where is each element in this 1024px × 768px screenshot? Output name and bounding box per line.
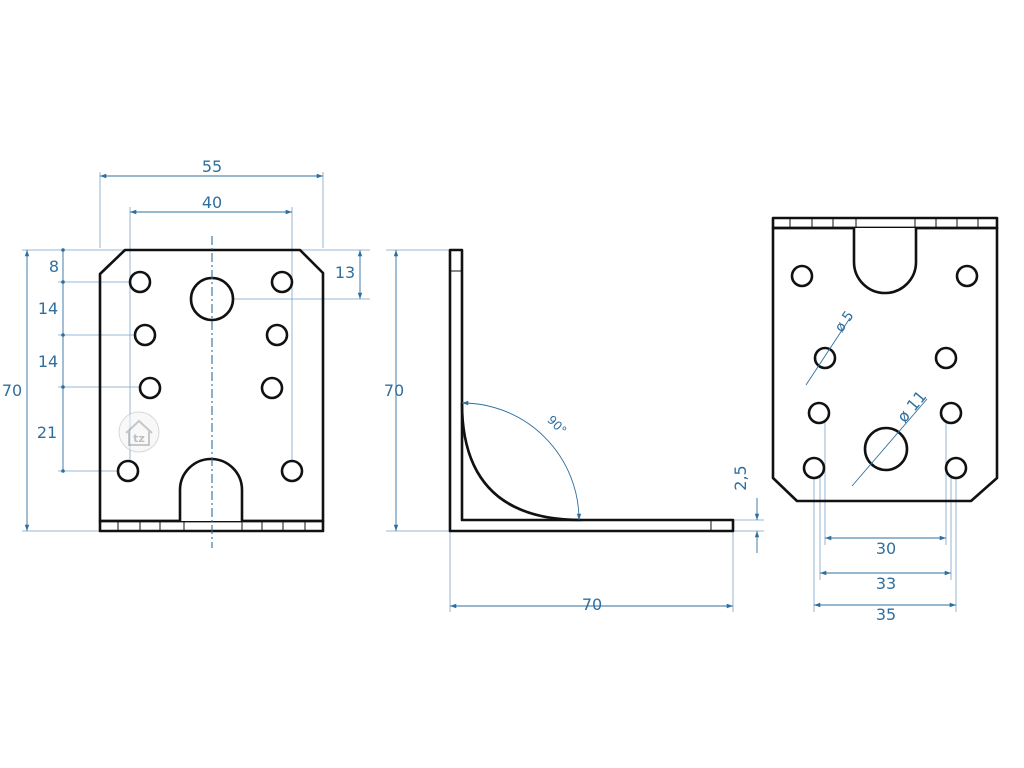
- back-hole: [807, 401, 831, 425]
- front-hole: [138, 376, 162, 400]
- house-logo-icon: tz: [118, 411, 160, 453]
- back-slot: [852, 228, 918, 295]
- side-profile: [448, 248, 735, 533]
- back-hole: [944, 456, 968, 480]
- front-hole: [128, 270, 152, 294]
- front-view: tz 55 40 70 13 8 14 14 21: [2, 157, 370, 548]
- front-hole: [270, 270, 294, 294]
- dim-overall-height: 70: [2, 381, 22, 400]
- dim-spacing-33: 33: [876, 574, 896, 593]
- leader-d5: [805, 317, 851, 386]
- front-hole: [133, 323, 157, 347]
- dim-spacing-30: 30: [876, 539, 896, 558]
- dim-pitch-8: 8: [49, 257, 59, 276]
- dim-pitch-21: 21: [37, 423, 57, 442]
- front-hole: [116, 459, 140, 483]
- logo-text: tz: [133, 432, 145, 445]
- dim-side-height: 70: [384, 381, 404, 400]
- back-plate-fold: [771, 216, 999, 230]
- front-slot: [178, 457, 244, 521]
- dim-spacing-35: 35: [876, 605, 896, 624]
- back-hole: [955, 264, 979, 288]
- back-hole: [802, 456, 826, 480]
- dim-small-hole-diameter: ø 5: [832, 308, 858, 335]
- back-hole: [934, 346, 958, 370]
- back-hole: [790, 264, 814, 288]
- back-large-hole: [863, 426, 909, 472]
- dim-pitch-14b: 14: [38, 352, 58, 371]
- dim-pitch-14a: 14: [38, 299, 58, 318]
- dim-hole-spacing: 40: [202, 193, 222, 212]
- front-hole: [265, 323, 289, 347]
- dim-large-hole-diameter: ø 11: [893, 387, 930, 426]
- front-hole: [260, 376, 284, 400]
- side-view: 70 70 2,5 90°: [384, 248, 764, 614]
- dim-overall-width: 55: [202, 157, 222, 176]
- dim-thickness: 2,5: [731, 465, 750, 490]
- leader-d11: [851, 398, 928, 487]
- dim-large-hole-offset: 13: [335, 263, 355, 282]
- dim-angle: 90°: [544, 413, 569, 438]
- back-hole: [813, 346, 837, 370]
- angle-arc: [461, 400, 582, 521]
- front-hole: [280, 459, 304, 483]
- back-hole: [939, 401, 963, 425]
- back-plate-outline: [771, 226, 999, 503]
- dim-side-length: 70: [582, 595, 602, 614]
- back-view: ø 5 ø 11 30 33 35: [771, 216, 999, 624]
